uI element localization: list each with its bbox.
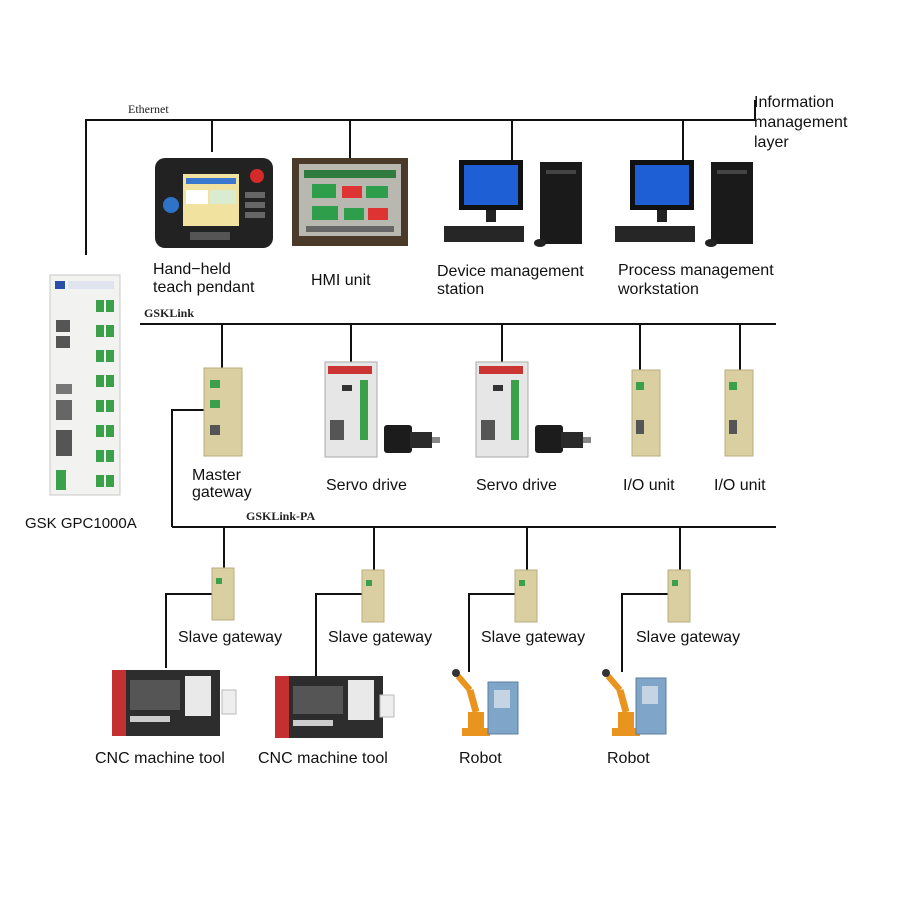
slave-gateway-1-image [211,567,235,621]
io-unit-2-label: I/O unit [714,477,766,494]
io-unit-1-label: I/O unit [623,477,675,494]
device-station-pc-image [444,160,582,247]
slave-gateway-4-label: Slave gateway [636,629,741,646]
teach-pendant-label-line-2: teach pendant [153,279,255,296]
servo-drive-1-image [324,361,440,458]
slave-gateway-2-label: Slave gateway [328,629,433,646]
master-gateway-label: Master gateway [192,467,252,501]
io-unit-2-image [724,369,754,457]
device-station-label: Device management station [437,263,584,299]
teach-pendant-image [155,158,273,248]
robot-2-label: Robot [607,750,650,767]
process-workstation-label-line-2: workstation [618,281,699,298]
master-gateway-label-line-1: Master [192,467,241,484]
cnc-machine-2-image [275,676,395,738]
robot-2-image [602,669,667,736]
information-management-layer-label: Information management layer [754,93,847,153]
device-station-label-line-1: Device management [437,263,584,280]
hmi-unit-image [292,158,408,246]
teach-pendant-label: Hand−held teach pendant [153,261,254,297]
slave-gateway-3-image [514,569,538,623]
gpc1000a-label: GSK GPC1000A [25,515,137,532]
cnc-machine-1-image [112,670,237,736]
slave-gateway-2-image [361,569,385,623]
process-workstation-pc-image [615,160,753,247]
cnc-machine-2-label: CNC machine tool [258,750,388,767]
gpc1000a-controller-image [49,274,121,496]
teach-pendant-label-line-1: Hand−held [153,261,231,278]
gsklink-pa-label: GSKLink-PA [246,509,316,523]
robot-1-label: Robot [459,750,502,767]
slave-gateway-1-label: Slave gateway [178,629,283,646]
robot-1-image [452,669,519,736]
slave-gateway-4-image [667,569,691,623]
layer-label-line-3: layer [754,134,789,151]
process-workstation-label: Process management workstation [618,261,774,299]
io-unit-1-image [631,369,661,457]
process-workstation-label-line-1: Process management [618,262,774,279]
gsklink-label: GSKLink [144,306,195,320]
bus-lines [85,100,776,676]
servo-drive-2-label: Servo drive [476,477,557,494]
cnc-machine-1-label: CNC machine tool [95,750,225,767]
slave-gateway-3-label: Slave gateway [481,629,586,646]
hmi-unit-label: HMI unit [311,272,371,289]
ethernet-bus [85,100,756,255]
layer-label-line-2: management [754,114,848,131]
layer-label-line-1: Information [754,94,835,111]
master-gateway-label-line-2: gateway [192,484,252,501]
master-gateway-image [203,367,243,457]
servo-drive-2-image [475,361,591,458]
servo-drive-1-label: Servo drive [326,477,407,494]
device-station-label-line-2: station [437,281,485,298]
ethernet-label: Ethernet [128,102,169,116]
